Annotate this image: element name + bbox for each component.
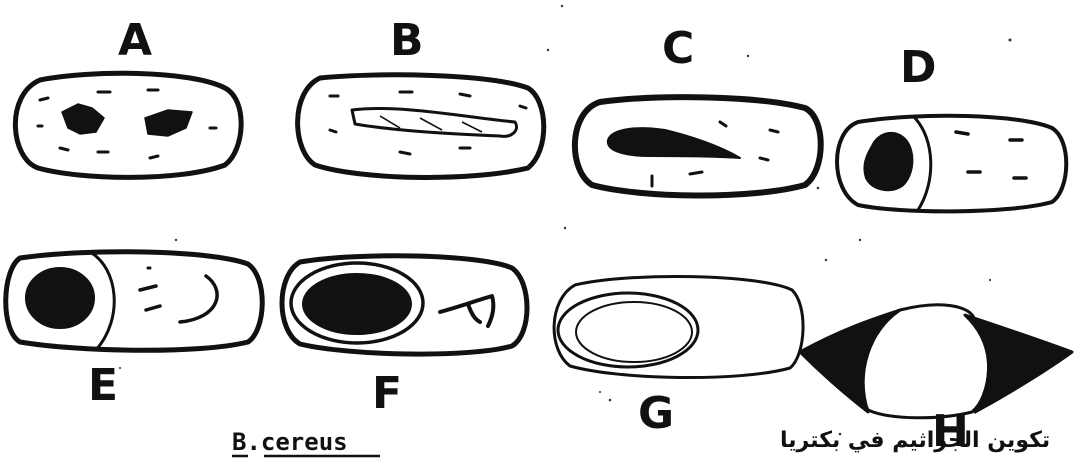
cell-wall-a xyxy=(15,73,241,177)
spore-core-f xyxy=(303,274,411,334)
forespore-c xyxy=(608,128,740,158)
panel-label-d: D xyxy=(900,42,937,93)
panel-b: B xyxy=(298,15,544,177)
sporangium-remnant-left-h xyxy=(800,310,900,412)
spore-core-g xyxy=(576,302,692,362)
forespore-e xyxy=(26,268,94,328)
cytoplasm-granules-e xyxy=(140,268,217,322)
caption-arabic: تكوين الجراثيم في بكتريا xyxy=(780,428,1050,453)
nuclear-material-a1 xyxy=(62,104,104,134)
paper-specks xyxy=(119,5,1012,436)
panel-g: G xyxy=(554,276,803,439)
caption-species: B.cereus xyxy=(232,428,348,456)
panel-label-a: A xyxy=(118,15,152,66)
panel-label-e: E xyxy=(88,360,118,411)
cytoplasm-granules-d xyxy=(956,132,1026,178)
panel-e: E xyxy=(6,252,263,411)
axial-filament-b xyxy=(352,109,517,137)
cytoplasm-remnant-f xyxy=(440,296,493,326)
panel-label-f: F xyxy=(372,368,402,419)
septum-d xyxy=(915,118,931,210)
panel-c: C xyxy=(575,23,821,196)
panel-label-b: B xyxy=(390,15,424,66)
panel-f: F xyxy=(282,256,527,419)
panel-d: D xyxy=(837,42,1066,211)
nuclear-material-a2 xyxy=(145,110,192,136)
forespore-d xyxy=(864,133,912,190)
spore-coat-g xyxy=(558,293,698,367)
free-spore-h xyxy=(860,305,988,418)
cytoplasm-granules-a xyxy=(38,90,216,158)
cell-wall-b xyxy=(298,75,544,178)
panel-a: A xyxy=(15,15,241,177)
panel-label-c: C xyxy=(662,23,694,74)
panel-label-g: G xyxy=(638,388,674,439)
